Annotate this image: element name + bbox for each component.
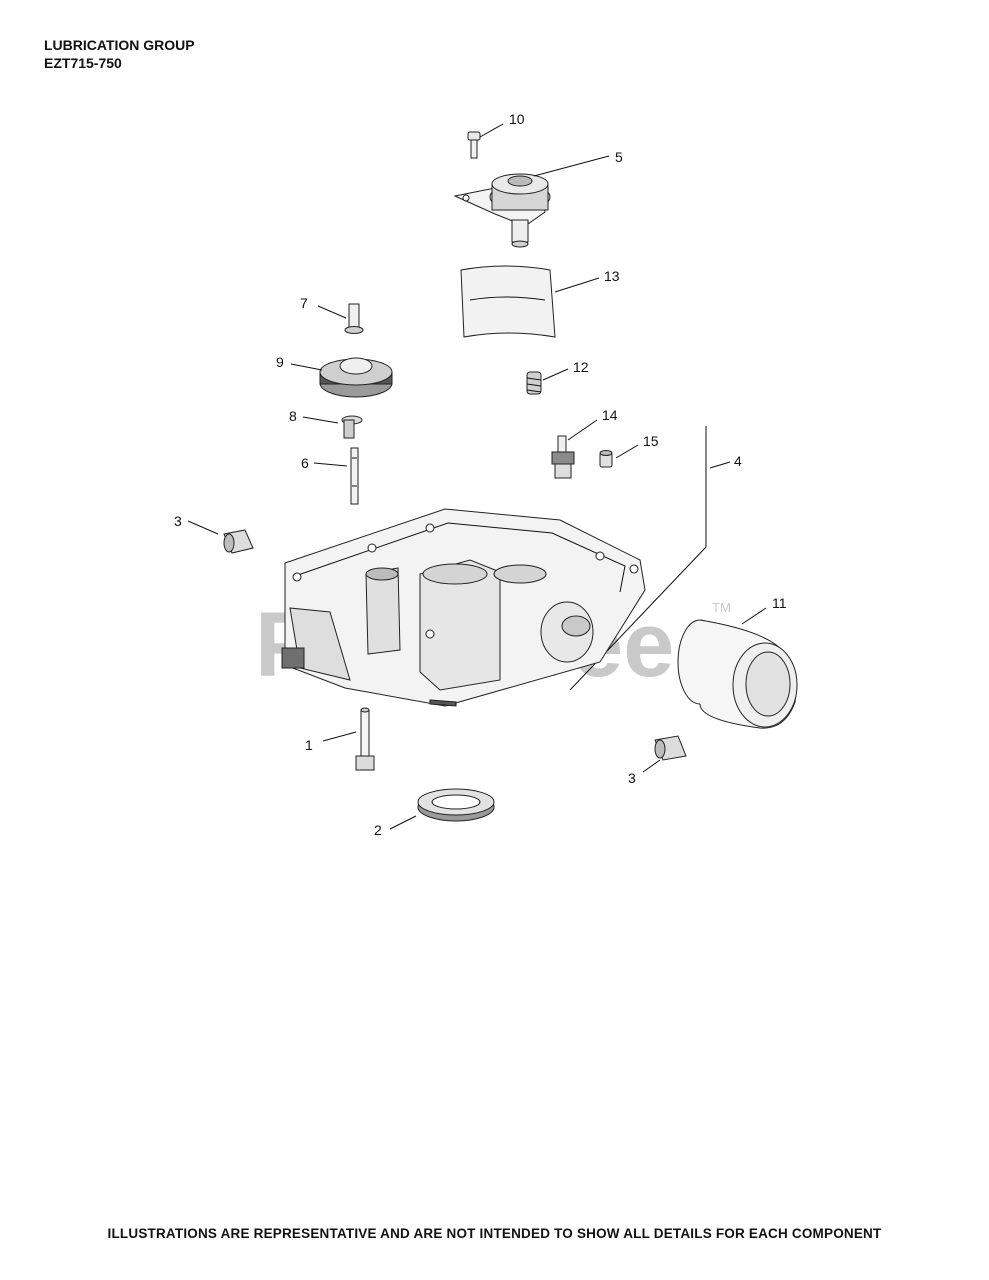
callout-9: 9 — [276, 354, 284, 370]
part-8-retainer: 8 — [289, 408, 363, 439]
callout-10: 10 — [509, 111, 525, 127]
part-14-sensor: 14 — [551, 407, 618, 479]
part-4-oil-pan — [281, 508, 646, 707]
part-13-screen: 13 — [460, 265, 620, 338]
title-line-1: LUBRICATION GROUP — [44, 37, 195, 53]
callout-6: 6 — [301, 455, 309, 471]
callout-15: 15 — [643, 433, 659, 449]
callout-3-upper: 3 — [174, 513, 182, 529]
part-15-plug: 15 — [599, 433, 659, 468]
part-9-gear: 9 — [276, 354, 393, 398]
part-12-spring: 12 — [526, 359, 589, 395]
part-7-pin: 7 — [300, 295, 364, 334]
callout-3-lower: 3 — [628, 770, 636, 786]
part-11-oil-filter: 11 — [677, 595, 798, 729]
callout-4: 4 — [734, 453, 742, 469]
part-2-seal: 2 — [374, 788, 495, 838]
callout-13: 13 — [604, 268, 620, 284]
disclaimer-footer: ILLUSTRATIONS ARE REPRESENTATIVE AND ARE… — [107, 1226, 882, 1241]
callout-2: 2 — [374, 822, 382, 838]
part-6-shaft: 6 — [301, 447, 359, 505]
callout-8: 8 — [289, 408, 297, 424]
diagram-title: LUBRICATION GROUP EZT715-750 — [44, 36, 195, 72]
part-5-oil-pump: 5 — [453, 149, 623, 248]
callout-12: 12 — [573, 359, 589, 375]
callout-11: 11 — [772, 595, 787, 611]
callout-5: 5 — [615, 149, 623, 165]
part-4-oil-pan-leader: 4 — [569, 426, 742, 691]
watermark-tm: TM — [712, 600, 731, 615]
callout-7: 7 — [300, 295, 308, 311]
part-10-screw: 10 — [467, 111, 525, 159]
part-3-plug-lower: 3 — [628, 735, 687, 786]
callout-1: 1 — [305, 737, 313, 753]
part-3-plug-upper: 3 — [174, 513, 254, 554]
title-line-2: EZT715-750 — [44, 55, 122, 71]
part-1-bolt: 1 — [305, 707, 375, 771]
callout-14: 14 — [602, 407, 618, 423]
